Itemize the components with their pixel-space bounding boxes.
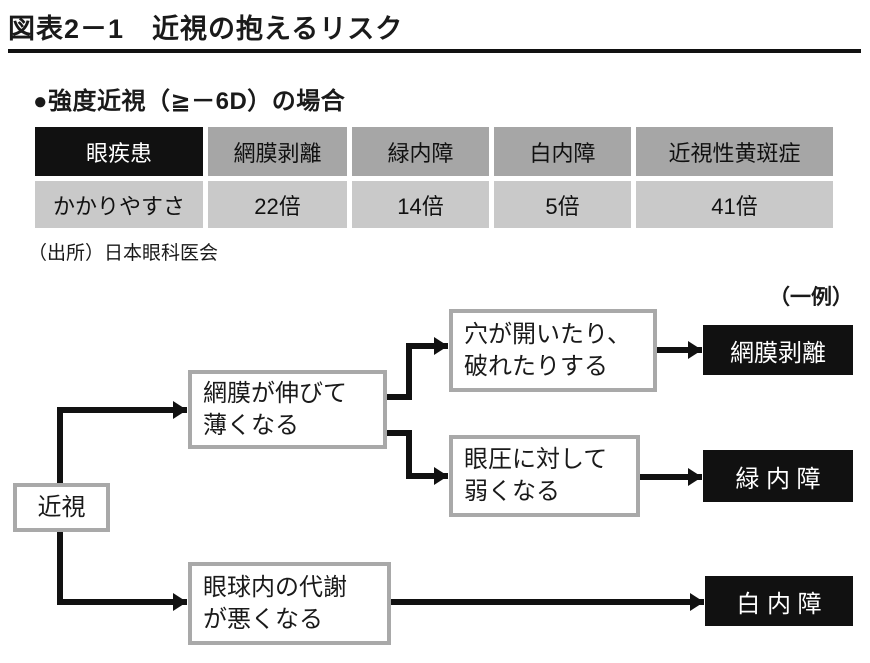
flow-node-hole-or-tear: 穴が開いたり、 破れたりする — [449, 309, 657, 392]
flow-node-weak-to-pressure: 眼圧に対して 弱くなる — [449, 435, 640, 517]
table-value-cataract: 5倍 — [494, 181, 631, 228]
connector-retina-to-pressure — [385, 430, 448, 485]
risk-table: 眼疾患 網膜剥離 緑内障 白内障 近視性黄斑症 かかりやすさ 22倍 14倍 5… — [35, 127, 833, 228]
flow-outcome-cataract: 白 内 障 — [705, 576, 853, 626]
source-note: （出所）日本眼科医会 — [28, 243, 219, 264]
flow-node-myopia: 近視 — [13, 483, 110, 532]
table-header-glaucoma: 緑内障 — [352, 127, 489, 176]
table-value-myopic-maculopathy: 41倍 — [636, 181, 833, 228]
table-value-retinal-detachment: 22倍 — [208, 181, 347, 228]
figure-title: 図表2－1 近視の抱えるリスク — [8, 14, 404, 44]
table-header-retinal-detachment: 網膜剥離 — [208, 127, 347, 176]
connector-root-to-retina — [57, 401, 187, 507]
table-header-disease: 眼疾患 — [35, 127, 203, 176]
title-underline — [8, 49, 861, 53]
example-label: （一例） — [769, 286, 853, 309]
connector-root-to-metabolism — [57, 507, 187, 611]
flow-outcome-glaucoma: 緑 内 障 — [703, 450, 853, 502]
flow-node-metabolism-worsens: 眼球内の代謝 が悪くなる — [188, 562, 391, 645]
section-heading: ●強度近視（≧－6D）の場合 — [33, 88, 346, 115]
flow-node-retina-thins: 網膜が伸びて 薄くなる — [188, 370, 387, 449]
table-row-label: かかりやすさ — [35, 181, 203, 228]
flow-outcome-retinal-detachment: 網膜剥離 — [703, 325, 853, 375]
table-value-glaucoma: 14倍 — [352, 181, 489, 228]
table-header-cataract: 白内障 — [494, 127, 631, 176]
connector-retina-to-hole — [385, 337, 448, 400]
table-header-myopic-maculopathy: 近視性黄斑症 — [636, 127, 833, 176]
